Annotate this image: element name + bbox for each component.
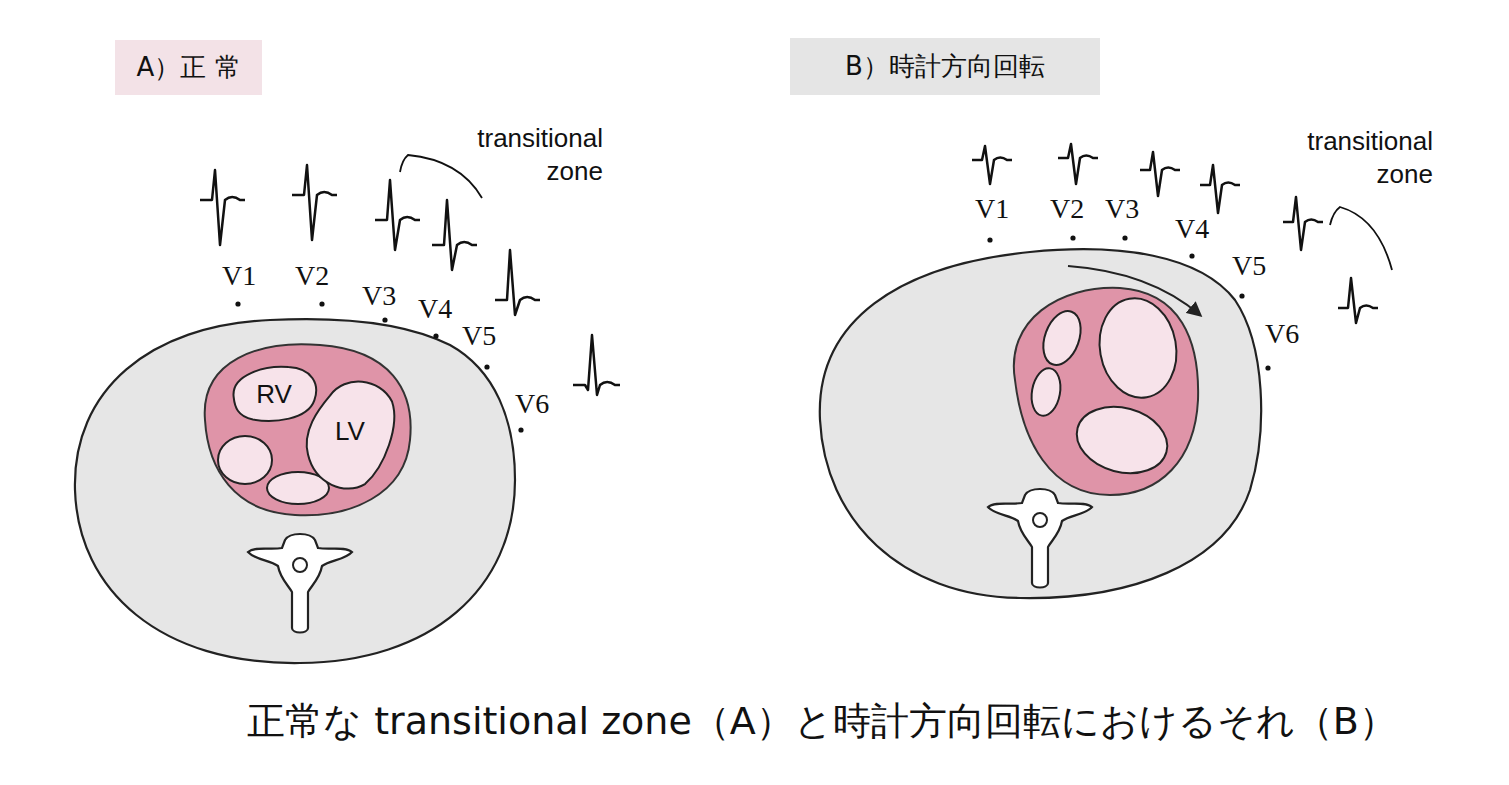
panel-label: B）時計方向回転	[790, 38, 1100, 95]
ecg-complex	[432, 200, 477, 270]
chamber-outline	[307, 382, 394, 489]
panel-label: A）正 常	[115, 40, 262, 95]
chamber-outline	[226, 362, 322, 426]
electrode-dot	[484, 364, 489, 369]
chamber-name: RV	[256, 379, 292, 410]
lead-label: V4	[1175, 215, 1209, 243]
electrode-dot	[382, 317, 387, 322]
chamber-name: LV	[335, 416, 365, 447]
chamber-outline	[300, 372, 400, 490]
panel-title: B）時計方向回転	[845, 49, 1045, 84]
ecg-complex	[1058, 144, 1098, 184]
torso-section	[75, 319, 515, 663]
heart-section	[205, 344, 411, 515]
lead-label: V6	[1265, 320, 1299, 348]
ecg-complex	[1200, 165, 1240, 213]
ecg-complex	[1283, 197, 1323, 250]
atrium-chamber	[267, 472, 329, 504]
electrode-dot	[1265, 365, 1270, 370]
ventricle-chamber: LV	[300, 372, 400, 490]
electrode-dot	[319, 301, 324, 306]
figure-caption: 正常な transitional zone（A）と時計方向回転におけるそれ（B）	[247, 696, 1397, 747]
zone-label: transitional zone	[1255, 125, 1433, 190]
vertebra	[248, 534, 352, 633]
zone-bracket	[400, 155, 482, 198]
ecg-complex	[972, 146, 1012, 184]
heart-chamber	[1092, 292, 1184, 404]
lead-dots	[235, 301, 523, 432]
electrode-dot	[235, 301, 240, 306]
ventricle-chamber: RV	[226, 362, 322, 426]
lead-label: V1	[975, 195, 1009, 223]
lead-label: V3	[1105, 195, 1139, 223]
lead-label: V5	[462, 322, 496, 350]
ecg-complex	[1338, 278, 1378, 323]
zone-label: transitional zone	[425, 122, 603, 187]
ecg-complex	[292, 165, 337, 240]
electrode-dot	[1189, 253, 1194, 258]
torso-section	[820, 249, 1261, 598]
atrium-chamber	[218, 436, 272, 484]
lead-label: V2	[295, 262, 329, 290]
heart-chamber	[1069, 397, 1174, 483]
ecg-complex	[573, 335, 620, 395]
ecg-complex	[375, 180, 420, 250]
vertebra	[988, 489, 1092, 588]
electrode-dot	[1239, 293, 1244, 298]
electrode-dot	[518, 427, 523, 432]
lead-label: V3	[362, 282, 396, 310]
lead-label: V2	[1050, 195, 1084, 223]
heart-chamber	[1036, 306, 1087, 370]
electrode-dot	[1122, 235, 1127, 240]
ecg-complex	[495, 250, 540, 315]
chamber-outline	[234, 367, 317, 421]
panel-title: A）正 常	[136, 50, 240, 85]
lead-dots	[987, 235, 1270, 370]
ecg-waves	[972, 144, 1378, 323]
heart-chamber	[1028, 366, 1064, 418]
electrode-dot	[987, 237, 992, 242]
lead-label: V1	[222, 262, 256, 290]
ecg-complex	[200, 170, 245, 245]
lead-label: V6	[515, 390, 549, 418]
zone-bracket	[1330, 207, 1392, 270]
electrode-dot	[433, 333, 438, 338]
ecg-complex	[1140, 152, 1180, 196]
heart-section	[1014, 288, 1198, 495]
ecg-waves	[200, 165, 620, 395]
rotation-arrow	[1068, 266, 1200, 315]
lead-label: V4	[418, 295, 452, 323]
electrode-dot	[1070, 235, 1075, 240]
lead-label: V5	[1232, 252, 1266, 280]
